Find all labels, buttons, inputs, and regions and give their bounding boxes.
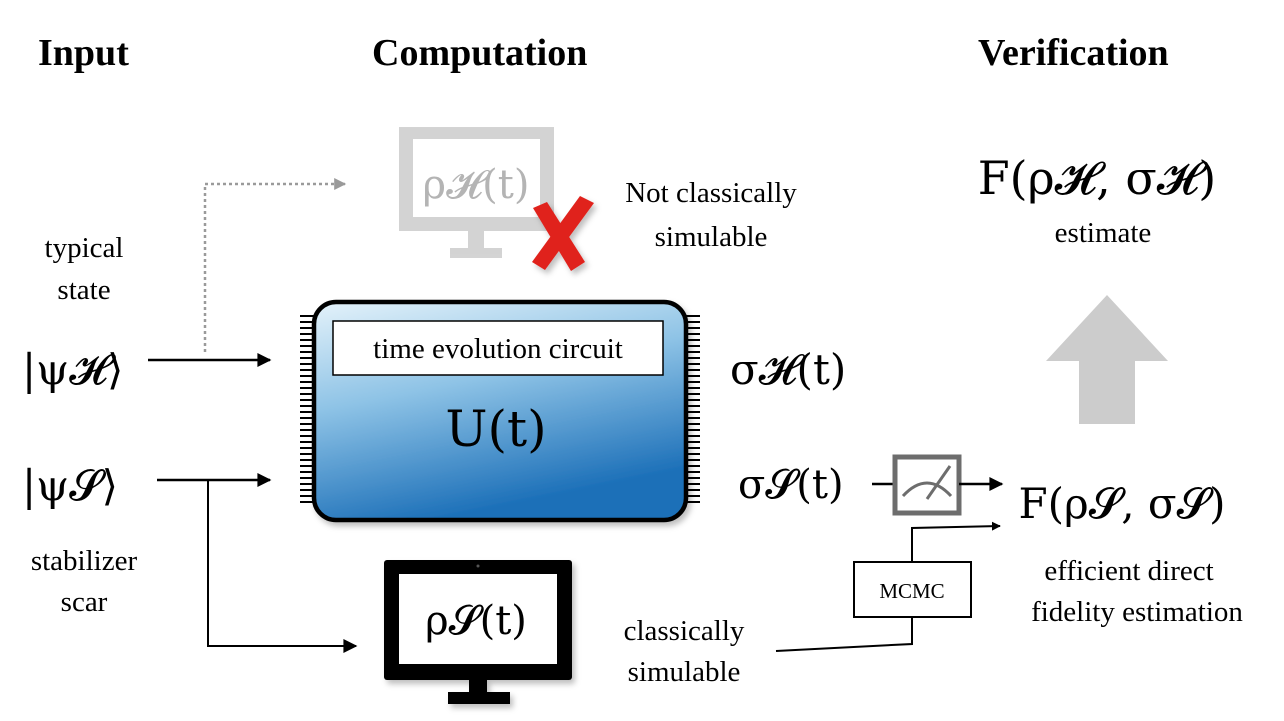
verification-header: Verification (978, 32, 1169, 74)
estimate-label: estimate (1055, 217, 1152, 249)
stabilizer-label-line1: stabilizer (31, 545, 138, 577)
mcmc-label: MCMC (879, 579, 944, 603)
not-simulable-line1: Not classically (625, 177, 797, 209)
bottom-monitor-formula: ρ𝓢(t) (425, 598, 527, 644)
fidelity-h-formula: F(ρ𝓗, σ𝓗) (978, 151, 1216, 205)
stabilizer-state-ket: |ψ𝓢⟩ (22, 461, 118, 510)
efficient-line2: fidelity estimation (1031, 596, 1243, 628)
mcmc-box (853, 561, 972, 618)
circuit-unitary-formula: U(t) (445, 400, 546, 458)
typical-to-classical-dotted-arrow (203, 178, 347, 352)
input-header: Input (38, 32, 129, 74)
simulable-line2: simulable (628, 656, 741, 688)
circuit-title-box (332, 320, 664, 376)
stabilizer-to-classical-arrow (207, 480, 358, 653)
computation-header: Computation (372, 32, 587, 74)
sigma-s-output: σ𝓢(t) (738, 462, 844, 508)
not-simulable-line2: simulable (655, 221, 768, 253)
typical-label-line2: state (57, 274, 110, 306)
typical-label-line1: typical (45, 232, 124, 264)
fidelity-s-formula: F(ρ𝓢, σ𝓢) (1019, 479, 1226, 528)
stabilizer-label-line2: scar (61, 586, 108, 618)
sigma-h-output: σ𝓗(t) (730, 345, 846, 394)
up-arrow-icon (1046, 295, 1168, 424)
efficient-line1: efficient direct (1044, 555, 1213, 587)
simulable-line1: classically (624, 615, 745, 647)
circuit-title: time evolution circuit (373, 333, 623, 365)
measurement-meter-icon (892, 454, 962, 516)
typical-state-ket: |ψ𝓗⟩ (22, 345, 123, 394)
top-monitor-icon (399, 127, 554, 258)
mcmc-to-fidelity-arrow (911, 521, 1001, 562)
red-x-icon (532, 196, 594, 271)
top-monitor-formula: ρ𝓗(t) (423, 162, 530, 208)
bottom-monitor-icon (384, 560, 572, 704)
simulable-to-mcmc-line (775, 617, 913, 652)
